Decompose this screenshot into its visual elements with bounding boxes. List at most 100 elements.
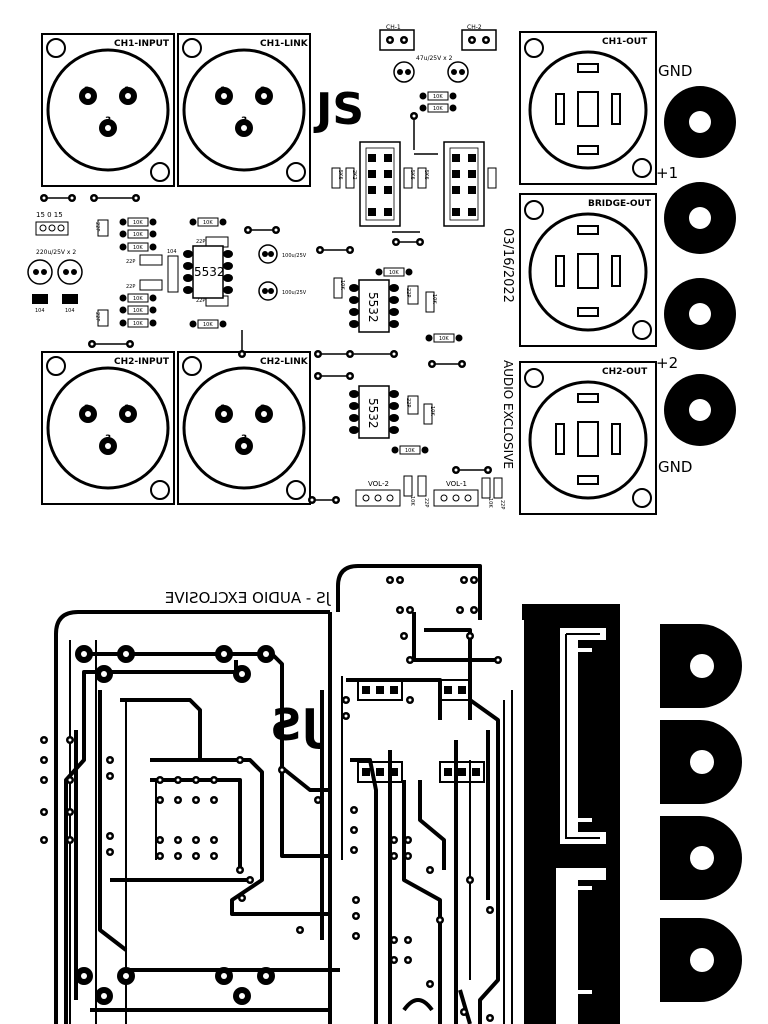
capacitor-47u bbox=[393, 61, 469, 83]
value-label: 22P bbox=[499, 500, 505, 509]
pin-label: 3 bbox=[105, 116, 111, 126]
pin-label: 1 bbox=[124, 86, 130, 96]
value-label: 10K bbox=[133, 321, 143, 327]
value-label: 10K bbox=[389, 270, 399, 276]
value-label: 22P bbox=[196, 298, 205, 304]
value-label: 22P bbox=[196, 239, 205, 245]
value-label: 22P bbox=[405, 288, 411, 297]
gnd-top-label: GND bbox=[658, 62, 692, 80]
speakon-ch2-out: CH2-OUT bbox=[518, 360, 658, 516]
ch1-out-label: CH1-OUT bbox=[602, 37, 648, 47]
ch1-header-label: CH-1 bbox=[386, 24, 401, 31]
value-label: 10K bbox=[487, 498, 493, 508]
ic-label: 5532 bbox=[366, 398, 380, 429]
value-label: 10K bbox=[133, 308, 143, 314]
output-stage-parts: 10K 10K 10K 10K 22P 10K 22P 10K bbox=[333, 267, 463, 455]
value-label: 10K bbox=[203, 220, 213, 226]
value-label: 10K bbox=[431, 294, 437, 304]
terminal-ring bbox=[664, 182, 736, 254]
value-label: 22P bbox=[126, 284, 135, 290]
value-label: 22P bbox=[126, 259, 135, 265]
brand-label: AUDIO EXCLOSIVE bbox=[501, 360, 515, 469]
terminal-ring bbox=[664, 86, 736, 158]
copper-outline-traces bbox=[69, 640, 513, 1024]
speakon-bridge-out: BRIDGE-OUT bbox=[518, 192, 658, 348]
ch2-header-label: CH-2 bbox=[467, 24, 482, 31]
wire-jumpers bbox=[44, 116, 488, 501]
vol2-header-label: VOL-2 bbox=[368, 480, 389, 488]
ch2-out-label: CH2-OUT bbox=[602, 367, 648, 377]
capacitor-100u: 100u/25V 100u/25V bbox=[258, 244, 307, 301]
pin-label: 2 bbox=[84, 404, 90, 414]
ic-label: 5532 bbox=[194, 265, 225, 279]
pin-label: 1 bbox=[220, 404, 226, 414]
power-caps-label: 220u/25V x 2 bbox=[36, 249, 76, 256]
relay-resistors: 5K6 2K2 5K6 5K6 bbox=[331, 167, 497, 189]
xlr-ch1-link: CH1-LINK 1 2 3 bbox=[176, 32, 312, 188]
plus1-label: +1 bbox=[656, 164, 678, 182]
pin-label: 3 bbox=[105, 434, 111, 444]
vol1-header-label: VOL-1 bbox=[446, 480, 467, 488]
terminal-ring bbox=[664, 374, 736, 446]
xlr-ch2-input: CH2-INPUT 2 1 3 bbox=[40, 350, 176, 506]
plus2-label: +2 bbox=[656, 354, 678, 372]
value-label: 22P bbox=[423, 498, 429, 507]
value-label: 10K bbox=[405, 448, 415, 454]
value-label: 10K bbox=[133, 220, 143, 226]
value-label: 10K bbox=[439, 336, 449, 342]
value-label: 10K bbox=[429, 406, 435, 416]
caps-47-label: 47u/25V x 2 bbox=[416, 55, 453, 62]
value-label: 10K bbox=[433, 106, 443, 112]
value-label: 5K6 bbox=[423, 170, 429, 180]
js-logo: JS bbox=[313, 84, 364, 135]
xlr-ch2-link: CH2-LINK 1 2 3 bbox=[176, 350, 312, 506]
pin-label: 3 bbox=[241, 434, 247, 444]
ch2-link-label: CH2-LINK bbox=[260, 357, 309, 367]
value-label: 10K bbox=[409, 496, 415, 506]
vol1-header: VOL-1 10K 22P bbox=[433, 477, 505, 509]
pin-label: 1 bbox=[220, 86, 226, 96]
value-label: 10K bbox=[133, 245, 143, 251]
js-logo-mirrored: JS bbox=[270, 700, 321, 751]
speakon-ch1-out: CH1-OUT bbox=[518, 30, 658, 186]
component-layer: CH1-INPUT 2 1 3 CH1-LINK 1 2 3 CH2-INPUT… bbox=[27, 24, 736, 516]
copper-traces bbox=[54, 564, 500, 1024]
ch1-input-label: CH1-INPUT bbox=[114, 39, 170, 49]
resistor-10k-top: 10K 10K bbox=[419, 91, 457, 113]
ic-5532-input: 5532 bbox=[182, 245, 234, 299]
copper-layer: JS - AUDIO EXCLOSIVE JS bbox=[40, 564, 742, 1024]
ic-5532-ch2: 5532 bbox=[348, 385, 400, 439]
relay-footprints-bottom bbox=[357, 679, 485, 783]
value-label: 10K bbox=[133, 232, 143, 238]
power-rails-label: 15 0 15 bbox=[36, 211, 63, 219]
ch2-input-label: CH2-INPUT bbox=[114, 357, 170, 367]
value-label: 100u/25V bbox=[282, 290, 307, 296]
value-label: 22P bbox=[405, 398, 411, 407]
ch1-header: CH-1 bbox=[379, 24, 415, 51]
value-label: 104 bbox=[65, 308, 75, 314]
power-header: 15 0 15 220u/25V x 2 104 104 bbox=[27, 211, 83, 314]
ic-label: 5532 bbox=[366, 292, 380, 323]
value-label: 5K6 bbox=[409, 170, 415, 180]
value-label: 104 bbox=[167, 249, 177, 255]
value-label: 10K bbox=[133, 296, 143, 302]
value-label: 104 bbox=[35, 308, 45, 314]
xlr-ch1-input: CH1-INPUT 2 1 3 bbox=[40, 32, 176, 188]
pin-label: 2 bbox=[84, 86, 90, 96]
ch1-link-label: CH1-LINK bbox=[260, 39, 309, 49]
relay-block-right bbox=[443, 141, 485, 227]
ic-5532-ch1: 5532 bbox=[348, 279, 400, 333]
value-label: 2K2 bbox=[351, 170, 357, 180]
vol2-header: VOL-2 10K 22P bbox=[355, 475, 429, 507]
pin-label: 1 bbox=[124, 404, 130, 414]
pin-label: 2 bbox=[260, 86, 266, 96]
value-label: 5K6 bbox=[337, 170, 343, 180]
bridge-out-label: BRIDGE-OUT bbox=[588, 199, 652, 209]
ch2-header: CH-2 bbox=[461, 24, 497, 51]
value-label: 10K bbox=[203, 322, 213, 328]
mirrored-title: JS - AUDIO EXCLOSIVE bbox=[165, 589, 331, 607]
terminal-ring bbox=[664, 278, 736, 350]
speaker-copper-pour bbox=[522, 604, 742, 1024]
value-label: 22P bbox=[94, 222, 100, 231]
